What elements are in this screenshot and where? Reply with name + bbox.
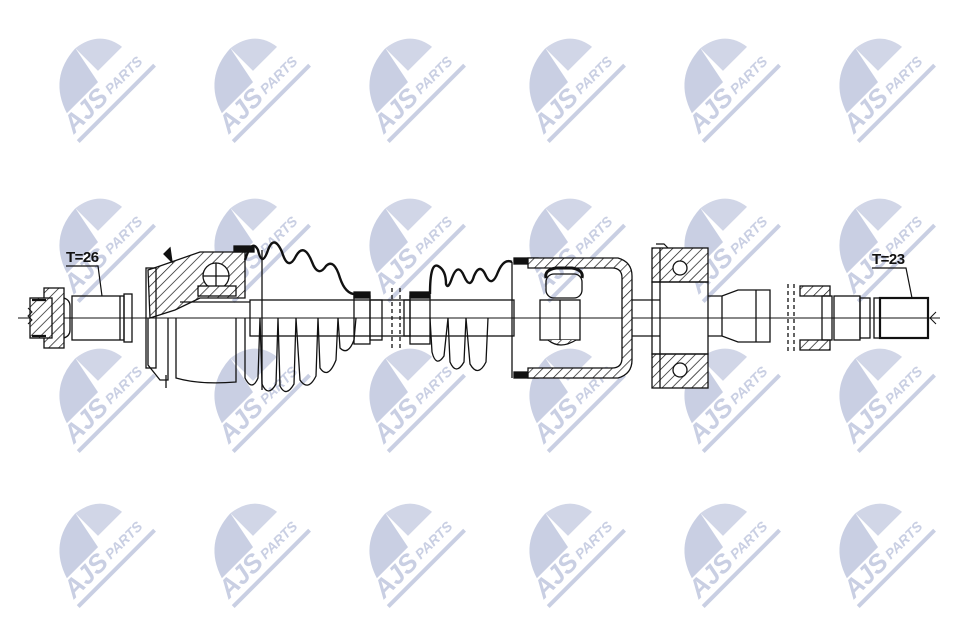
inner-stub xyxy=(708,267,937,352)
support-bearing xyxy=(651,243,709,389)
outer-boot xyxy=(243,241,371,393)
outer-cv-joint xyxy=(145,245,255,388)
inner-tripod-joint xyxy=(527,257,660,379)
outer-stub-hub-nut xyxy=(27,265,133,349)
inner-boot xyxy=(409,257,539,379)
right-spline-teeth-label: T=23 xyxy=(872,251,905,268)
left-spline-teeth-label: T=26 xyxy=(66,249,99,266)
right-spline xyxy=(878,296,930,340)
